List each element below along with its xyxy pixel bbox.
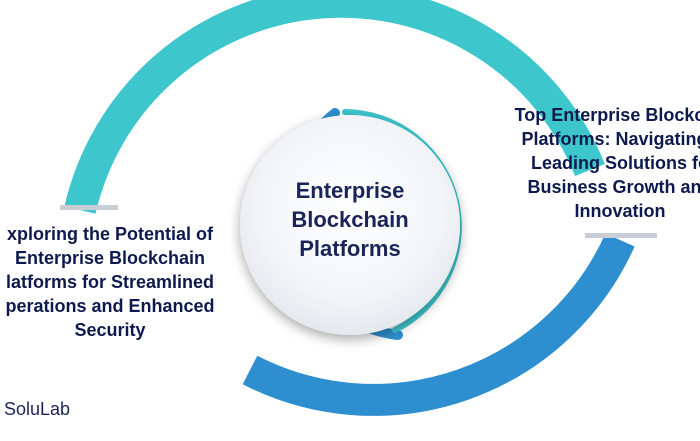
right-caption-line: Innovation [574,201,666,221]
right-caption-line: Platforms: Navigating t [521,129,700,149]
brand-logo: SoluLab [4,399,71,419]
left-tick [60,205,118,210]
teal-arc [64,0,605,214]
center-title: Enterprise Blockchain Platforms [245,176,455,263]
left-caption-line: Security [74,320,146,340]
right-caption-line: Top Enterprise Blockcha [514,105,700,125]
right-caption-line: Leading Solutions fo [531,153,700,173]
left-caption-line: perations and Enhanced [5,296,215,316]
right-caption-line: Business Growth and [527,177,700,197]
left-caption: xploring the Potential of Enterprise Blo… [0,222,300,342]
left-caption-line: Enterprise Blockchain [14,248,206,268]
center-disc [240,115,460,335]
center-title-line: Enterprise [295,178,405,203]
center-title-line: Blockchain [291,207,409,232]
right-tick [585,233,657,238]
left-caption-line: latforms for Streamlined [5,272,215,292]
center-title-line: Platforms [299,236,401,261]
left-caption-line: xploring the Potential of [7,224,213,244]
blue-arc [242,233,635,416]
right-caption: Top Enterprise Blockcha Platforms: Navig… [455,103,700,223]
